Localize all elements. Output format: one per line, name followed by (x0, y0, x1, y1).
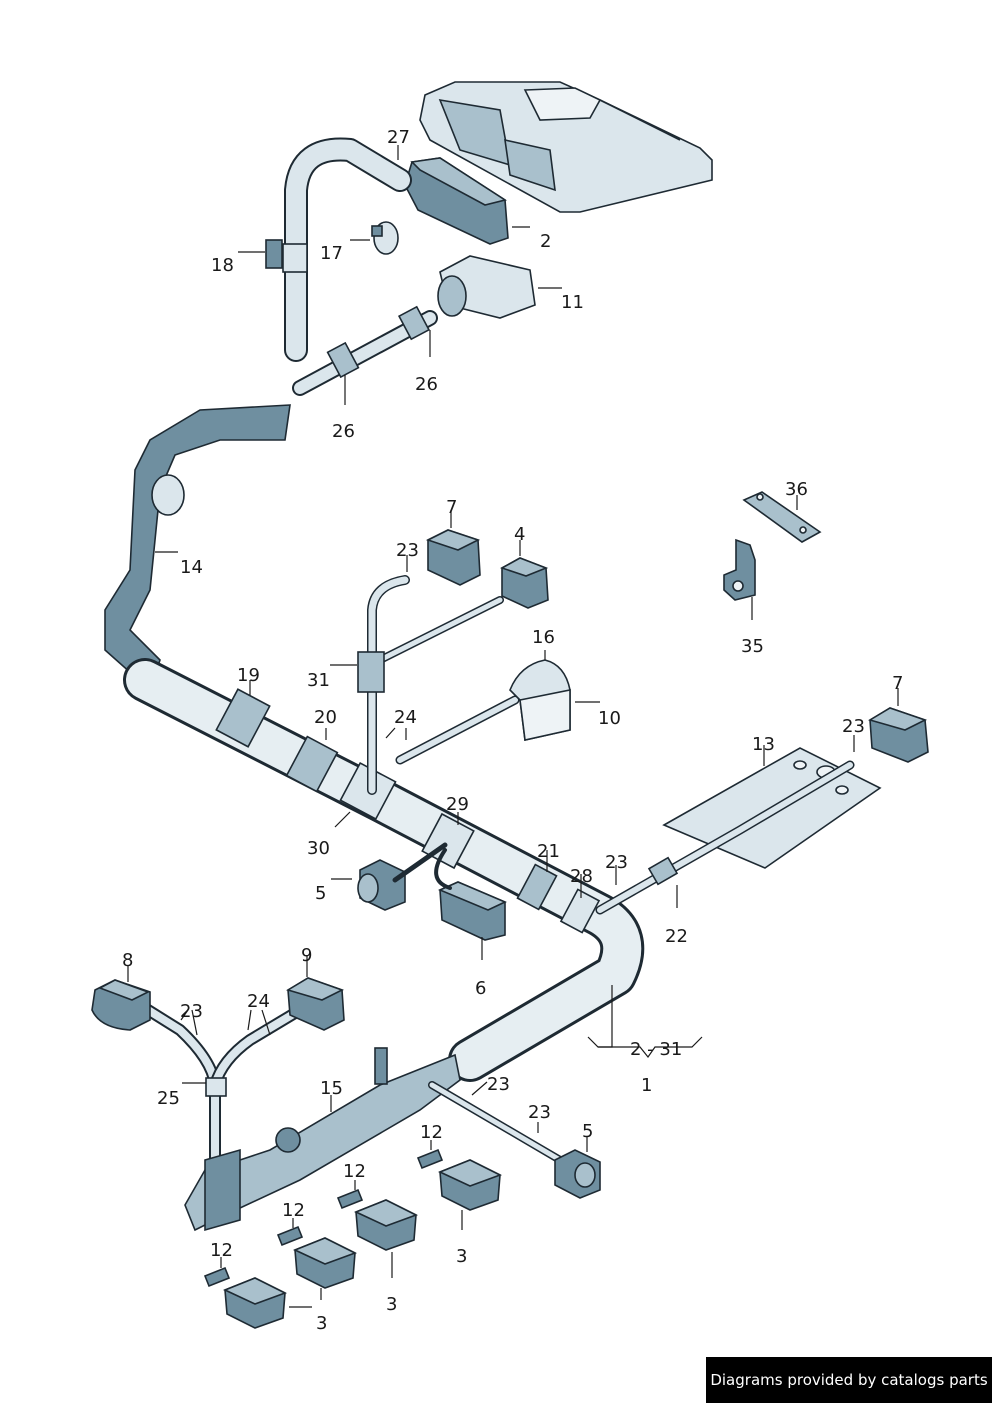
callout-23a: 23 (396, 540, 419, 561)
engine-control-unit (419, 81, 713, 213)
callout-4: 4 (514, 524, 525, 545)
callout-9: 9 (301, 945, 312, 966)
callout-20: 20 (314, 707, 337, 728)
callout-24b: 24 (247, 991, 270, 1012)
callout-23b: 23 (842, 716, 865, 737)
connector-11 (437, 255, 536, 319)
callout-28: 28 (570, 866, 593, 887)
grommet-26b (397, 305, 431, 341)
callout-5a: 5 (315, 883, 326, 904)
grommet-26a (326, 341, 360, 379)
clamp-20 (285, 735, 339, 793)
callout-16: 16 (532, 627, 555, 648)
callout-25: 25 (157, 1088, 180, 1109)
callout-12a: 12 (420, 1122, 443, 1143)
callout-7b: 7 (892, 673, 903, 694)
injector-connector-3b (353, 1199, 419, 1251)
callout-21: 21 (537, 841, 560, 862)
callout-30: 30 (307, 838, 330, 859)
callout-23f: 23 (528, 1102, 551, 1123)
clip-25 (205, 1077, 227, 1097)
callout-29: 29 (446, 794, 469, 815)
bracket-36 (742, 491, 822, 543)
harness-duct-14 (104, 404, 291, 692)
callout-10: 10 (598, 708, 621, 729)
callout-labels: 27 2 17 18 11 26 26 14 7 23 4 16 31 10 1… (122, 127, 903, 1334)
callout-12c: 12 (282, 1200, 305, 1221)
callout-14: 14 (180, 557, 203, 578)
clip-12b (336, 1188, 364, 1210)
credit-banner: Diagrams provided by catalogs parts (706, 1357, 992, 1403)
callout-26b: 26 (332, 421, 355, 442)
callout-5b: 5 (582, 1121, 593, 1142)
connector-5b (554, 1149, 601, 1199)
connector-8 (91, 979, 151, 1031)
callout-6: 6 (475, 978, 486, 999)
clip-12d (203, 1266, 231, 1288)
connector-5a (357, 859, 406, 911)
connector-6 (437, 881, 507, 941)
callout-23c: 23 (605, 852, 628, 873)
clip-17 (371, 221, 399, 255)
callout-3c: 3 (316, 1313, 327, 1334)
callout-35: 35 (741, 636, 764, 657)
clamp-19 (215, 688, 271, 748)
leader-lines (127, 145, 899, 1308)
callout-18: 18 (211, 255, 234, 276)
callout-3a: 3 (456, 1246, 467, 1267)
callout-3b: 3 (386, 1294, 397, 1315)
callout-31: 31 (307, 670, 330, 691)
callout-24a: 24 (394, 707, 417, 728)
injector-connector-3d (222, 1277, 288, 1329)
callout-19: 19 (237, 665, 260, 686)
callout-12b: 12 (343, 1161, 366, 1182)
sensor-10 (509, 659, 571, 741)
callout-26a: 26 (415, 374, 438, 395)
clamp-28 (559, 888, 601, 934)
callout-12d: 12 (210, 1240, 233, 1261)
callout-15: 15 (320, 1078, 343, 1099)
callout-range-2-31: 2 - 31 (630, 1039, 682, 1060)
callout-23e: 23 (487, 1074, 510, 1095)
holder-22 (647, 856, 679, 886)
callout-8: 8 (122, 950, 133, 971)
callout-36: 36 (785, 479, 808, 500)
injector-connector-3c (292, 1237, 358, 1289)
connector-4 (500, 557, 549, 609)
injector-connector-3a (437, 1159, 503, 1211)
callout-23d: 23 (180, 1001, 203, 1022)
connector-9 (286, 977, 345, 1031)
credit-text: Diagrams provided by catalogs parts (710, 1371, 988, 1389)
callout-7a: 7 (446, 497, 457, 518)
bracket-35 (723, 538, 756, 601)
clamp-21 (516, 863, 558, 911)
clip-12c (276, 1225, 304, 1247)
callout-27: 27 (387, 127, 410, 148)
holder-31 (357, 651, 385, 693)
holder-18 (265, 239, 283, 269)
clip-12a (416, 1148, 444, 1170)
callout-17: 17 (320, 243, 343, 264)
connector-7a (425, 529, 481, 586)
callout-22: 22 (665, 926, 688, 947)
callout-13: 13 (752, 734, 775, 755)
callout-1: 1 (641, 1075, 652, 1096)
callout-2: 2 (540, 231, 551, 252)
callout-11: 11 (561, 292, 584, 313)
connector-7b (868, 707, 929, 763)
